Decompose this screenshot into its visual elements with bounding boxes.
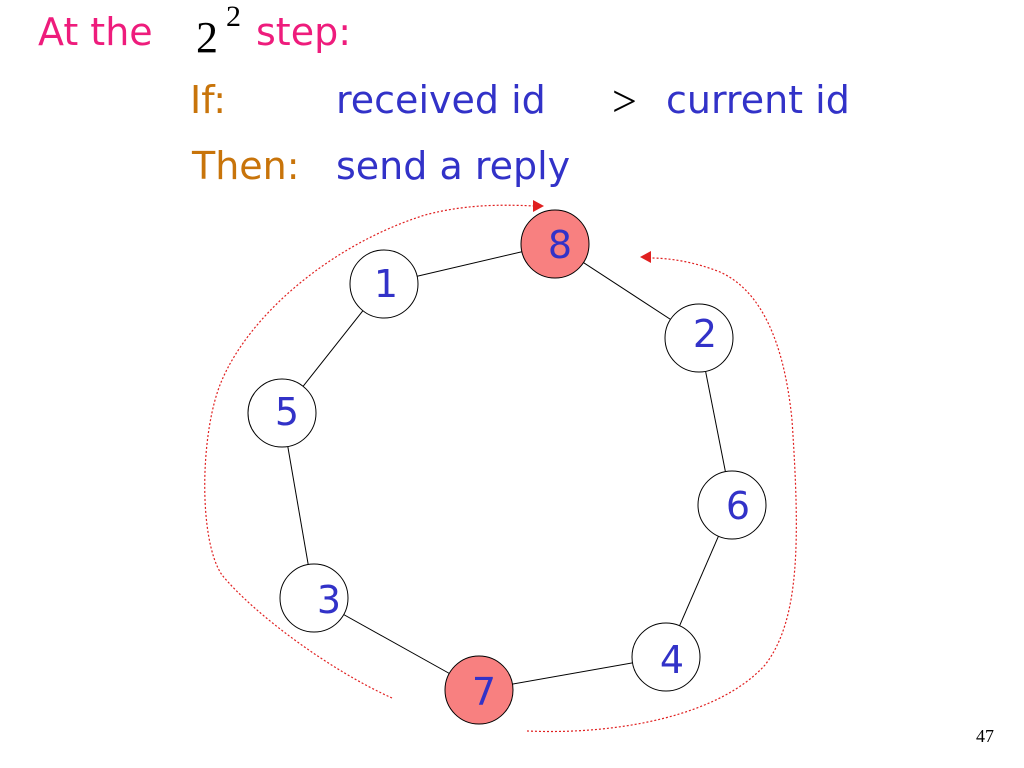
ring-node: 2	[664, 303, 734, 373]
node-circle	[279, 563, 349, 633]
node-circle	[631, 622, 701, 692]
node-label: 5	[275, 390, 299, 434]
node-label: 7	[472, 670, 496, 714]
ring-node: 8	[520, 209, 590, 279]
if-condition-operator: >	[612, 77, 637, 126]
ring-node: 6	[697, 470, 767, 540]
ring-node: 7	[444, 655, 514, 725]
node-label: 3	[317, 578, 341, 622]
ring-node: 4	[631, 622, 701, 692]
node-label: 6	[726, 484, 750, 528]
message-path-right	[526, 257, 797, 733]
ring-node: 1	[349, 249, 419, 319]
arrowhead-left	[533, 200, 544, 212]
then-keyword: Then:	[192, 144, 300, 188]
message-path-left	[204, 204, 537, 699]
node-label: 1	[374, 262, 398, 306]
node-circle	[349, 249, 419, 319]
title-suffix: step:	[256, 10, 351, 54]
page-number: 47	[976, 726, 994, 746]
if-condition-lhs: received id	[336, 78, 546, 122]
node-circle	[697, 470, 767, 540]
node-label: 8	[548, 223, 572, 267]
node-label: 2	[693, 312, 717, 356]
ring-node: 5	[247, 378, 317, 448]
node-label: 4	[660, 638, 684, 682]
if-condition-rhs: current id	[666, 78, 850, 122]
message-path	[204, 204, 797, 733]
title-step-exponent: 2	[226, 0, 241, 33]
title-step-base: 2	[196, 13, 218, 62]
node-circle	[247, 378, 317, 448]
title-prefix: At the	[38, 10, 153, 54]
node-circle	[444, 655, 514, 725]
then-action: send a reply	[336, 144, 571, 188]
ring-node: 3	[279, 563, 349, 633]
node-circle	[520, 209, 590, 279]
arrowhead-right	[640, 251, 651, 263]
if-keyword: If:	[190, 78, 227, 122]
node-circle	[664, 303, 734, 373]
